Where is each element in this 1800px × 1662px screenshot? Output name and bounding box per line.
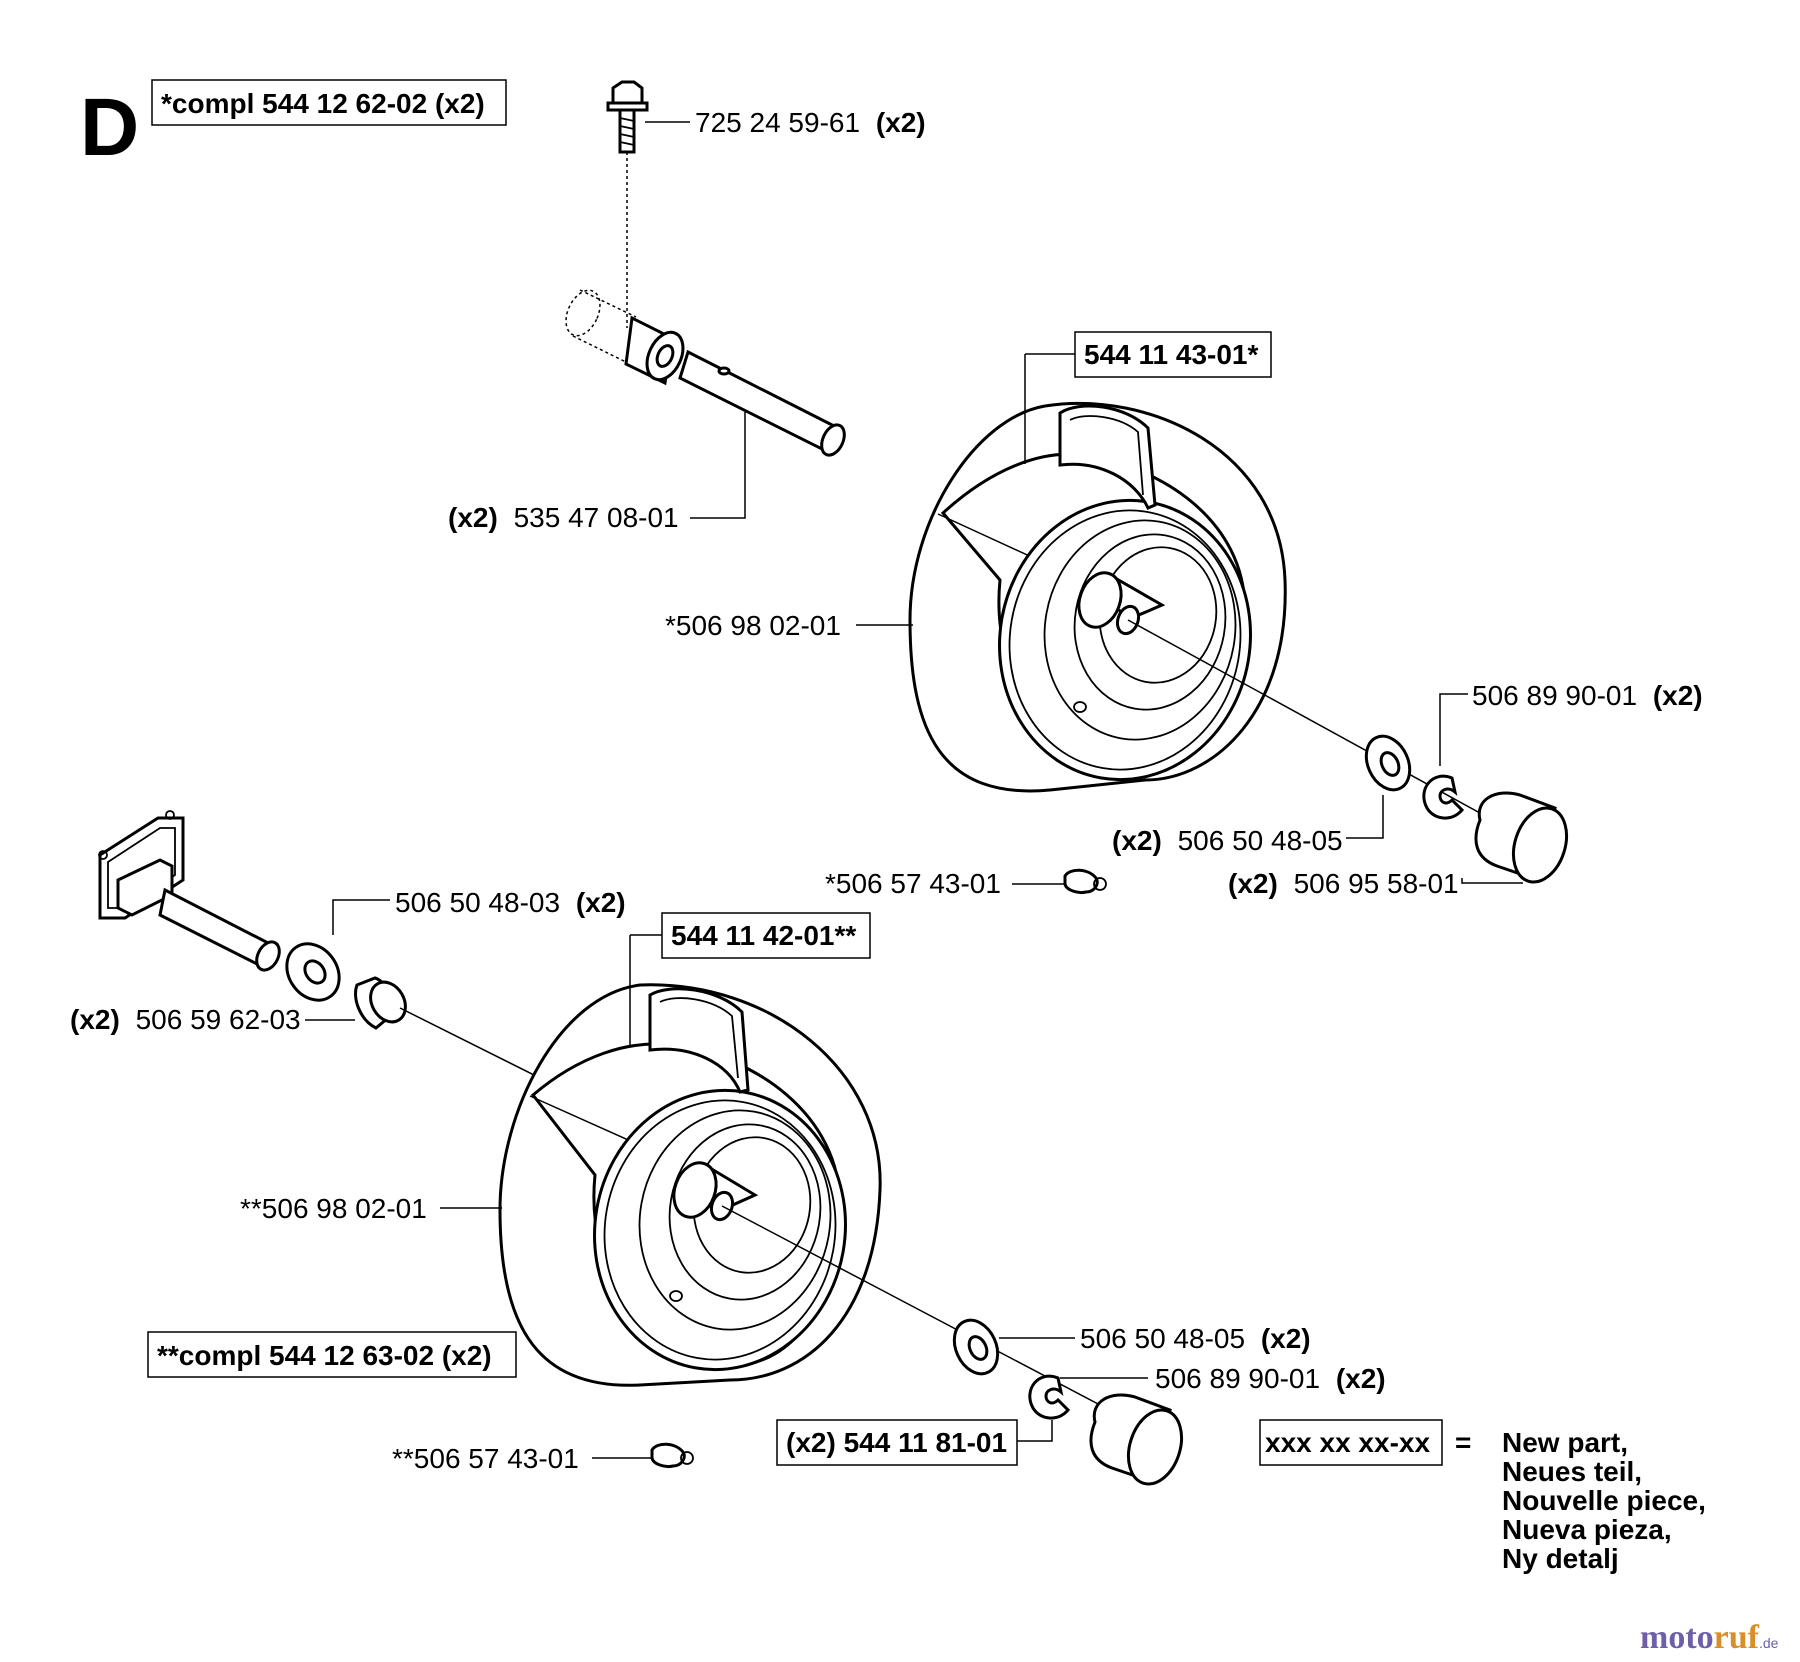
bolt-number: 725 24 59-61 [695,107,860,138]
bolt-part [606,80,649,154]
circlip-top [1422,774,1465,820]
axle-pin-top [678,349,846,457]
circlip-bottom [1028,1374,1071,1420]
kit-label-top: *compl 544 12 62-02 (x2) [161,88,485,119]
kit-box-bottom: **compl 544 12 63-02 (x2) [147,1331,517,1378]
circlip-top-number: 506 89 90-01 [1472,680,1637,711]
washer-bottom-label: 506 50 48-05 (x2) [1080,1323,1311,1354]
legend-line-3: Nouvelle piece, [1502,1485,1706,1516]
grease-nipple-bottom [650,1442,694,1468]
kit-box-top: *compl 544 12 62-02 (x2) [151,79,507,126]
circlip-bottom-number: 506 89 90-01 [1155,1363,1320,1394]
cap-top-label: (x2) 506 95 58-01 [1228,868,1459,899]
circlip-bottom-label: 506 89 90-01 (x2) [1155,1363,1386,1394]
cap-bottom [1089,1393,1184,1486]
wheel-top-label: 544 11 43-01* [1084,339,1258,370]
axle-pin-label: (x2) 535 47 08-01 [448,502,679,533]
legend: xxx xx xx-xx = New part, Neues teil, Nou… [1259,1419,1706,1574]
watermark-text: motoruf.de [1640,1619,1779,1656]
grease-nipple-top [1063,868,1107,894]
grease-nipple-bottom-label: **506 57 43-01 [392,1443,579,1474]
wheel-bottom-label: 544 11 42-01** [671,920,856,951]
tire-bottom-label: **506 98 02-01 [240,1193,427,1224]
axle-sleeve-top [565,289,637,365]
bolt-qty: (x2) [876,107,926,138]
washer-axle-qty: (x2) [576,887,626,918]
legend-line-2: Neues teil, [1502,1456,1642,1487]
circlip-bottom-qty: (x2) [1336,1363,1386,1394]
washer-axle-label: 506 50 48-03 (x2) [395,887,626,918]
kit-label-bottom: **compl 544 12 63-02 (x2) [157,1340,492,1371]
bushing-number: 506 59 62-03 [136,1004,301,1035]
section-letter: D [80,82,139,173]
cap-top-number: 506 95 58-01 [1294,868,1459,899]
bushing-label: (x2) 506 59 62-03 [70,1004,301,1035]
circlip-top-qty: (x2) [1653,680,1703,711]
axle-bracket [98,810,281,972]
washer-axle [285,942,341,1002]
washer-top-label: (x2) 506 50 48-05 [1112,825,1343,856]
legend-equals: = [1455,1427,1471,1458]
cap-bottom-box: (x2) 544 11 81-01 [776,1419,1018,1466]
circlip-top-label: 506 89 90-01 (x2) [1472,680,1703,711]
watermark-logo: motoruf.de [1640,1619,1779,1656]
legend-symbol: xxx xx xx-xx [1265,1427,1430,1458]
axle-pin-qty: (x2) [448,502,498,533]
wheel-top-box: 544 11 43-01* [1074,331,1272,378]
wheel-bottom [498,983,882,1387]
bushing-qty: (x2) [70,1004,120,1035]
bushing-top [624,315,685,386]
washer-top-number: 506 50 48-05 [1178,825,1343,856]
cap-bottom-label: (x2) 544 11 81-01 [786,1427,1007,1458]
wheel-top [908,401,1287,793]
washer-top-qty: (x2) [1112,825,1162,856]
washer-axle-number: 506 50 48-03 [395,887,560,918]
washer-bottom [952,1318,1000,1376]
cap-top-qty: (x2) [1228,868,1278,899]
bolt-label: 725 24 59-61 (x2) [695,107,926,138]
legend-line-4: Nueva pieza, [1502,1514,1672,1545]
washer-bottom-number: 506 50 48-05 [1080,1323,1245,1354]
washer-bottom-qty: (x2) [1261,1323,1311,1354]
washer-top [1364,734,1412,792]
tire-top-label: *506 98 02-01 [665,610,841,641]
wheel-bottom-box: 544 11 42-01** [661,912,871,959]
axle-pin-number: 535 47 08-01 [514,502,679,533]
cap-top [1474,791,1569,884]
grease-nipple-top-label: *506 57 43-01 [825,868,1001,899]
bushing-axle [354,976,407,1030]
legend-line-5: Ny detalj [1502,1543,1619,1574]
legend-line-1: New part, [1502,1427,1628,1458]
